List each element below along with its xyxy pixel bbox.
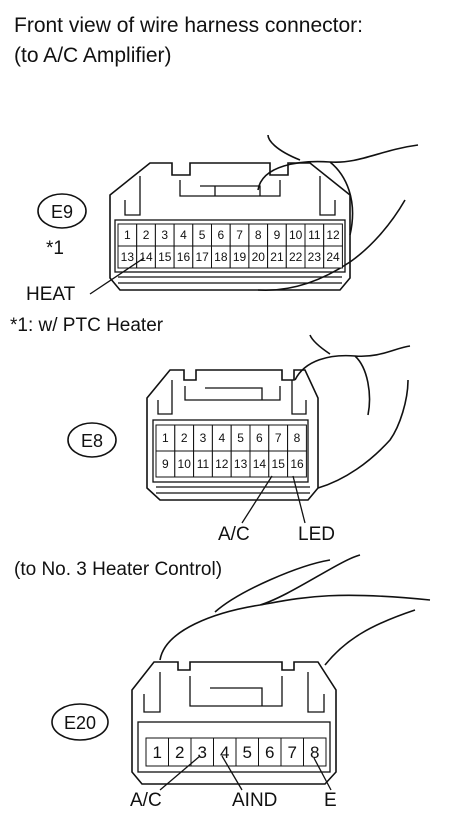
- e9-note-marker: *1: [46, 238, 64, 259]
- pin-number: 12: [215, 457, 229, 471]
- e8-pin-area: [152, 419, 309, 483]
- e8-bottom-ribs: [156, 486, 310, 494]
- pin-cell: [303, 737, 327, 767]
- pin-number: 3: [161, 228, 168, 242]
- e20-latch: [189, 676, 283, 707]
- e8-connector-badge: [67, 422, 117, 458]
- e9-badge-label: E9: [51, 202, 73, 222]
- e20-connector-body: [131, 661, 337, 785]
- pin-number: 4: [220, 743, 229, 762]
- diagram-subtitle: (to A/C Amplifier): [14, 44, 172, 67]
- e8-ac-label: A/C: [218, 524, 250, 545]
- pin-number: 15: [272, 457, 286, 471]
- pin-number: 3: [198, 743, 207, 762]
- pin-number: 3: [200, 431, 207, 445]
- pin-number: 15: [158, 250, 172, 264]
- pin-number: 5: [237, 431, 244, 445]
- pin-number: 14: [139, 250, 153, 264]
- e8-side-ribs: [157, 380, 307, 415]
- pin-number: 17: [195, 250, 209, 264]
- pin-number: 9: [274, 228, 281, 242]
- diagram-title: Front view of wire harness connector:: [14, 14, 363, 37]
- pin-number: 16: [290, 457, 304, 471]
- pin-number: 20: [252, 250, 266, 264]
- pin-number: 22: [289, 250, 303, 264]
- e20-pin-area: [137, 721, 331, 773]
- e9-heat-label: HEAT: [26, 284, 76, 305]
- pin-number: 2: [181, 431, 188, 445]
- pin-number: 7: [275, 431, 282, 445]
- e8-connector-body: [146, 369, 319, 501]
- e20-e-leader: [313, 757, 332, 791]
- e20-connector-badge: [51, 703, 109, 741]
- pin-number: 2: [143, 228, 150, 242]
- pin-number: 1: [153, 743, 162, 762]
- e9-connector-badge: [37, 193, 87, 229]
- pin-number: 24: [326, 250, 340, 264]
- e20-e-label: E: [324, 790, 337, 811]
- pin-number: 13: [234, 457, 248, 471]
- e8-led-label: LED: [298, 524, 335, 545]
- pin-number: 1: [124, 228, 131, 242]
- e20-side-ribs: [143, 672, 325, 713]
- e9-heat-leader: [89, 257, 145, 295]
- pin-number: 11: [197, 457, 210, 471]
- footnote: *1: w/ PTC Heater: [10, 315, 164, 336]
- e20-wire-harness: [159, 554, 431, 666]
- section-title-heater-control: (to No. 3 Heater Control): [14, 559, 222, 580]
- pin-number: 6: [218, 228, 225, 242]
- pin-number: 13: [121, 250, 135, 264]
- pin-number: 9: [162, 457, 169, 471]
- pin-number: 7: [236, 228, 243, 242]
- pin-number: 18: [214, 250, 228, 264]
- pin-number: 8: [294, 431, 301, 445]
- pin-number: 12: [326, 228, 340, 242]
- pin-number: 23: [308, 250, 322, 264]
- pin-number: 4: [180, 228, 187, 242]
- e8-led-leader: [292, 475, 306, 524]
- e8-latch: [184, 386, 281, 401]
- pin-number: 5: [243, 743, 252, 762]
- pin-number: 2: [175, 743, 184, 762]
- pin-number: 4: [218, 431, 225, 445]
- e8-ac-leader: [241, 475, 273, 524]
- pin-number: 6: [265, 743, 274, 762]
- pin-number: 10: [178, 457, 192, 471]
- pin-number: 14: [253, 457, 267, 471]
- pin-number: 8: [255, 228, 262, 242]
- e20-ac-leader: [159, 755, 201, 791]
- e9-latch: [179, 180, 281, 197]
- pin-number: 11: [308, 228, 321, 242]
- pin-number: 19: [233, 250, 247, 264]
- pin-number: 1: [162, 431, 169, 445]
- pin-number: 8: [310, 743, 319, 762]
- e9-connector-body: [109, 162, 351, 291]
- e9-side-ribs: [124, 176, 336, 216]
- pin-number: 7: [288, 743, 297, 762]
- pin-number: 5: [199, 228, 206, 242]
- pin-cell: [287, 450, 307, 478]
- e20-ac-label: A/C: [130, 790, 162, 811]
- e20-aind-label: AIND: [232, 790, 277, 811]
- e8-wire-harness: [294, 334, 411, 489]
- e8-badge-label: E8: [81, 431, 103, 451]
- e9-pin-area: [114, 219, 346, 273]
- e20-badge-label: E20: [64, 713, 96, 733]
- pin-number: 21: [270, 250, 284, 264]
- pin-number: 10: [289, 228, 303, 242]
- pin-number: 16: [177, 250, 191, 264]
- e20-aind-leader: [221, 755, 243, 791]
- pin-number: 6: [256, 431, 263, 445]
- e9-bottom-ribs: [118, 276, 342, 284]
- pin-cell: [323, 245, 343, 269]
